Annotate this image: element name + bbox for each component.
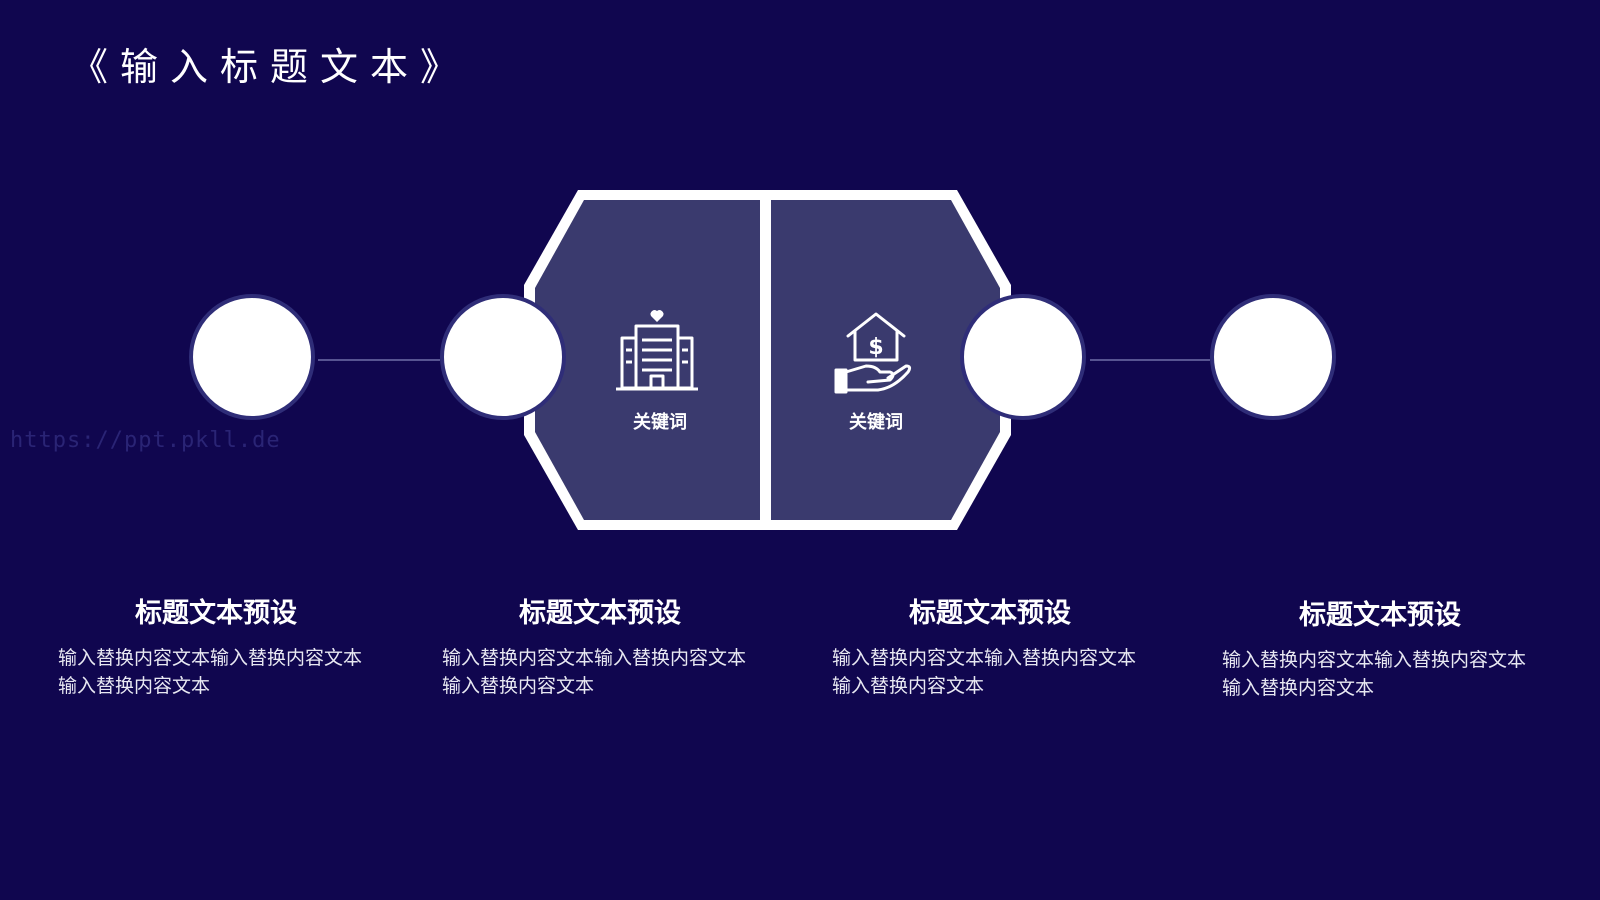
column-title: 标题文本预设 [135, 598, 297, 629]
circle-node-3 [960, 294, 1086, 420]
column-text: 输入替换内容文本输入替换内容文本输入替换内容文本 [442, 647, 747, 697]
column-title: 标题文本预设 [909, 598, 1071, 629]
column-title: 标题文本预设 [1299, 600, 1461, 631]
text-column-1: 标题文本预设 输入替换内容文本输入替换内容文本输入替换内容文本 [56, 596, 376, 700]
slide-title: 《输入标题文本》 [70, 45, 471, 89]
svg-text:$: $ [868, 335, 883, 360]
column-text: 输入替换内容文本输入替换内容文本输入替换内容文本 [58, 647, 363, 697]
column-title: 标题文本预设 [519, 598, 681, 629]
circle-node-4 [1210, 294, 1336, 420]
circle-node-2 [440, 294, 566, 420]
hexagon-right-label: 关键词 [849, 412, 903, 433]
column-text: 输入替换内容文本输入替换内容文本输入替换内容文本 [832, 647, 1137, 697]
column-text: 输入替换内容文本输入替换内容文本输入替换内容文本 [1222, 649, 1527, 699]
text-column-2: 标题文本预设 输入替换内容文本输入替换内容文本输入替换内容文本 [440, 596, 760, 700]
text-column-4: 标题文本预设 输入替换内容文本输入替换内容文本输入替换内容文本 [1220, 598, 1540, 702]
hand-house-dollar-icon: $ [834, 312, 912, 394]
hospital-building-icon [616, 310, 698, 391]
circle-node-1 [189, 294, 315, 420]
text-column-3: 标题文本预设 输入替换内容文本输入替换内容文本输入替换内容文本 [830, 596, 1150, 700]
hexagon-left-label: 关键词 [633, 412, 687, 433]
watermark-text: https://ppt.pkll.de [10, 428, 281, 453]
